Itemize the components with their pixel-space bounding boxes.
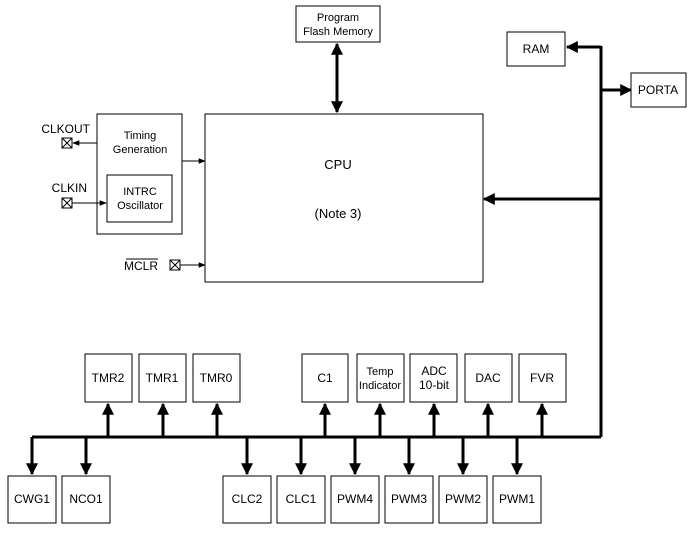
mclr-pin-icon xyxy=(169,259,181,271)
clc2-label: CLC2 xyxy=(232,492,263,506)
tmr0-box xyxy=(192,353,241,403)
program-flash-memory-box xyxy=(295,5,381,43)
dac-box xyxy=(464,353,513,403)
ram-label: RAM xyxy=(523,42,550,56)
pwm3-label: PWM3 xyxy=(391,492,427,506)
timing-label-2: Generation xyxy=(113,144,167,156)
tmr1-label: TMR1 xyxy=(146,371,179,385)
adc-label-2: 10-bit xyxy=(419,378,450,392)
clc1-label: CLC1 xyxy=(286,492,317,506)
nco1-box xyxy=(61,475,111,524)
upper-peripheral-links xyxy=(102,402,548,437)
porta-label: PORTA xyxy=(638,83,678,97)
clkin-pin-icon xyxy=(61,197,73,209)
cpu-title: CPU xyxy=(324,157,351,172)
flash-label-1: Program xyxy=(317,12,359,24)
porta-box xyxy=(630,72,687,108)
intrc-label-2: Oscillator xyxy=(117,200,163,212)
cwg1-label: CWG1 xyxy=(14,492,50,506)
flash-label-2: Flash Memory xyxy=(303,26,373,38)
clc1-box xyxy=(276,475,326,524)
temp-label-2: Indicator xyxy=(359,380,402,392)
intrc-oscillator-box xyxy=(106,174,173,223)
tmr1-box xyxy=(138,353,187,403)
mclr-pin-label: MCLR xyxy=(124,259,158,273)
lower-peripheral-links xyxy=(26,437,523,476)
c1-box xyxy=(301,353,349,403)
c1-label: C1 xyxy=(317,371,333,385)
pwm2-box xyxy=(438,475,488,524)
adc-label-1: ADC xyxy=(421,364,447,378)
cpu-box xyxy=(204,113,484,283)
cpu-note: (Note 3) xyxy=(315,206,362,221)
tmr0-label: TMR0 xyxy=(200,371,233,385)
nco1-label: NCO1 xyxy=(69,492,103,506)
temp-indicator-box xyxy=(356,353,405,403)
clc2-box xyxy=(222,475,272,524)
pwm4-box xyxy=(330,475,380,524)
adc-box xyxy=(409,353,458,403)
timing-label-1: Timing xyxy=(124,130,157,142)
system-bus xyxy=(32,46,603,439)
pwm1-label: PWM1 xyxy=(499,492,535,506)
cwg1-box xyxy=(7,475,57,524)
clkout-pin-label: CLKOUT xyxy=(41,122,90,136)
fvr-box xyxy=(518,353,567,403)
clkout-pin-icon xyxy=(61,137,73,149)
tmr2-label: TMR2 xyxy=(92,371,125,385)
pwm4-label: PWM4 xyxy=(337,492,373,506)
tmr2-box xyxy=(84,353,133,403)
pwm3-box xyxy=(384,475,434,524)
pwm1-box xyxy=(492,475,542,524)
temp-label-1: Temp xyxy=(367,366,394,378)
pwm2-label: PWM2 xyxy=(445,492,481,506)
ram-box xyxy=(506,31,566,67)
clkin-pin-label: CLKIN xyxy=(52,181,87,195)
intrc-label-1: INTRC xyxy=(123,186,157,198)
dac-label: DAC xyxy=(475,371,501,385)
fvr-label: FVR xyxy=(530,371,554,385)
